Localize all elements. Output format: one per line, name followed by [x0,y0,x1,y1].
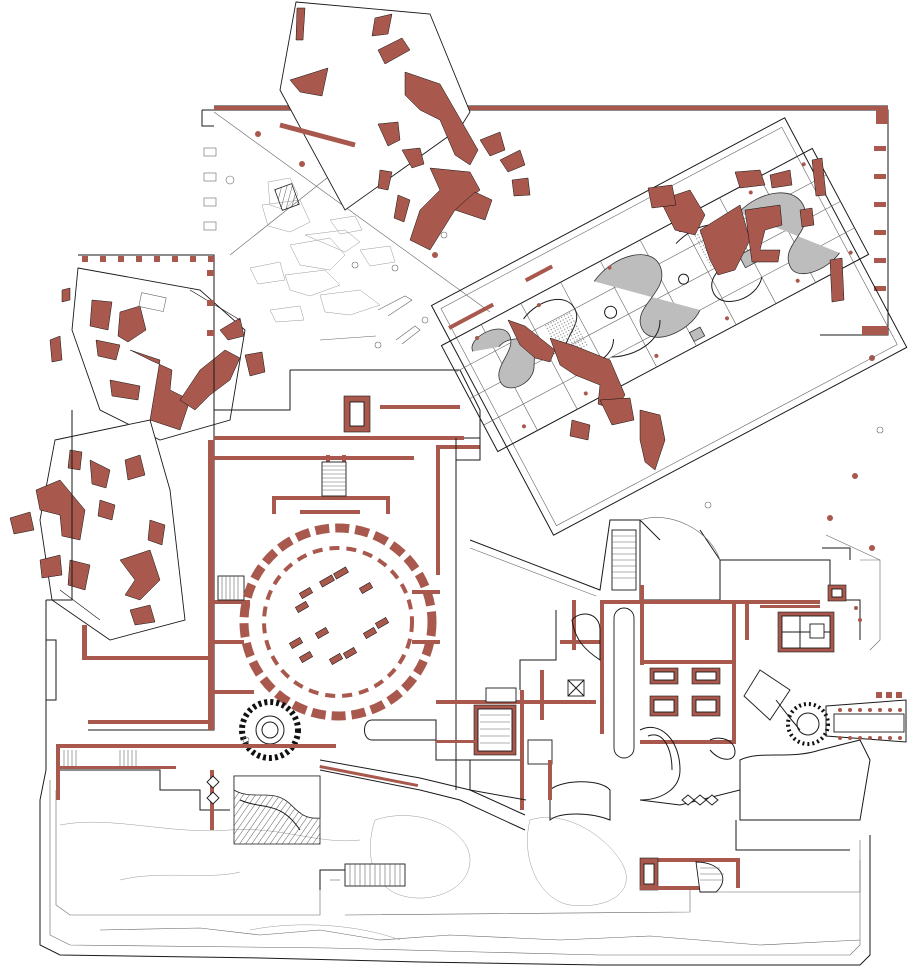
diamond-row [681,794,719,806]
stair-east [611,529,637,591]
stair-west [217,575,245,601]
hatched-pool [233,775,321,845]
elevator-core [343,395,371,433]
rotated-gallery-wing [430,117,908,536]
wing-fragments [507,157,845,471]
link-block [364,600,601,810]
rotunda-exhibits [288,566,390,665]
outline-garden [249,177,421,345]
column-markers [206,775,220,805]
east-wing [469,519,820,822]
spiral-pavilion [239,699,301,761]
stair-north [321,461,347,497]
south-galleries [56,744,526,890]
rotunda [239,523,437,721]
east-annex [720,547,862,653]
southeast-kiosk [639,820,850,893]
south-stair [344,863,406,887]
pathways [469,517,881,651]
fragment-sheet-west-lower [9,419,186,641]
pavilion-walkway [825,692,907,743]
site-boundary [39,600,871,966]
east-pavilion [739,669,907,821]
fragment-sheet-west-upper [49,267,266,441]
central-block [214,369,481,790]
west-building [46,254,215,731]
fragment-sheet-north [279,1,526,251]
exhibit-cabinets [649,667,721,717]
